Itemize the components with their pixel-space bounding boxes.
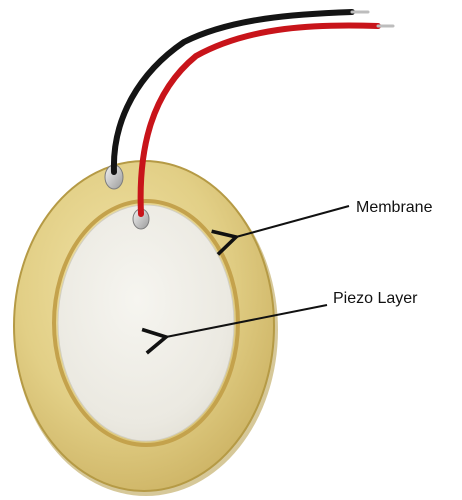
membrane-label: Membrane (356, 199, 433, 216)
membrane-arrow (236, 206, 349, 237)
piezo-layer-disc (58, 205, 234, 441)
piezo-layer-label: Piezo Layer (333, 290, 418, 307)
black-wire (114, 12, 352, 172)
